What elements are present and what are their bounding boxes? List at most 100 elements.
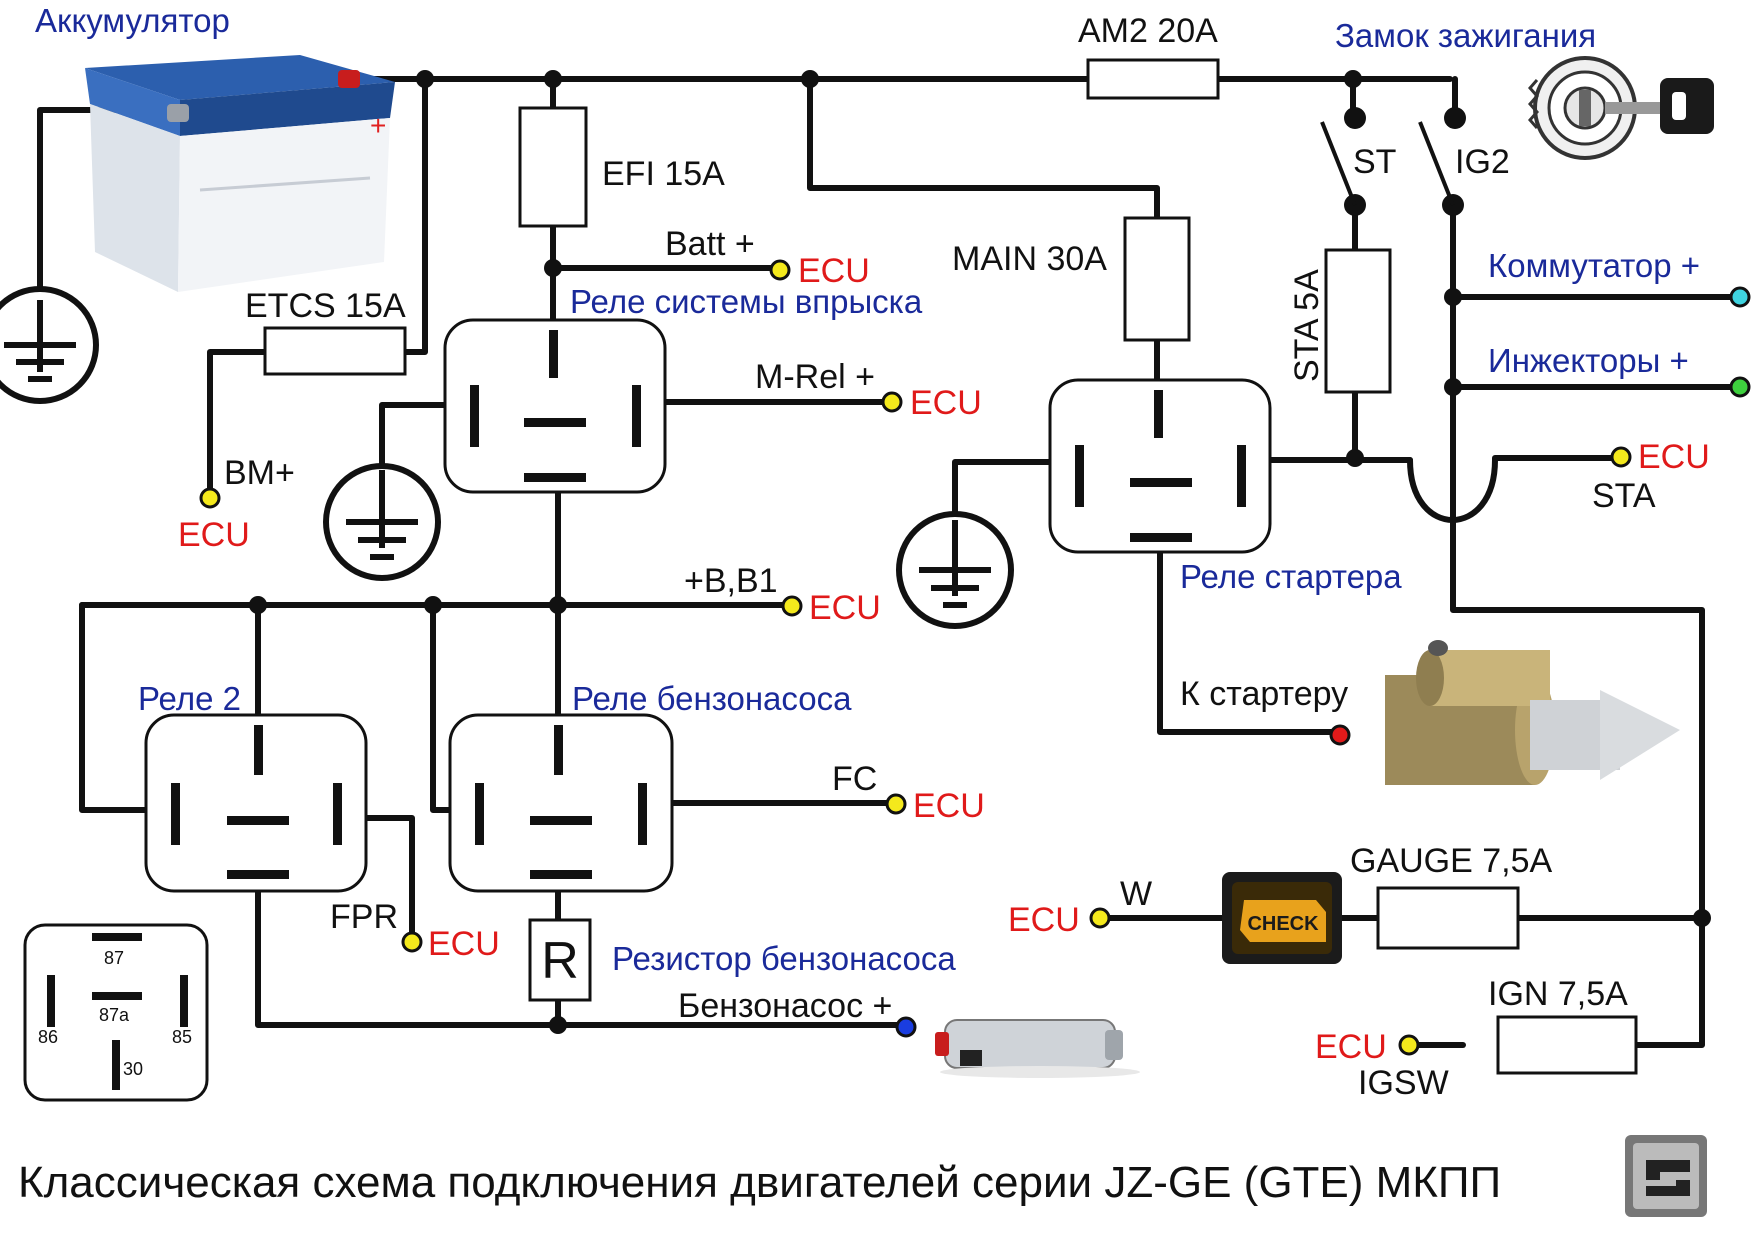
junction-dot [544,259,562,277]
battery-ground-icon [0,286,99,404]
legend-30: 30 [123,1059,143,1079]
junction-dot [544,70,562,88]
junctions [249,70,1711,1034]
ignition-key-icon [1528,56,1714,160]
injectors-label: Инжекторы + [1488,342,1689,379]
ig2-contact-top [1444,107,1466,129]
fuel-pump-signal-label: Бензонасос + [678,987,892,1025]
check-engine-text: CHECK [1247,913,1319,935]
batt-signal-label: Batt + [665,225,755,263]
fuse-sta-label: STA 5A [1288,269,1326,382]
fuse-efi-label: EFI 15A [602,155,725,193]
chip-logo-icon [1625,1135,1707,1217]
relay-pinout-legend: 87 87a 86 85 30 [23,923,209,1102]
ecu-terminal-b-b1 [781,595,803,617]
fuse-gauge [1376,886,1520,950]
bm-signal-label: BM+ [224,454,295,492]
ecu-label-fc: ECU [913,787,985,825]
fuse-etcs-label: ETCS 15A [245,287,406,325]
fuse-am2 [1086,58,1220,100]
legend-86: 86 [38,1027,58,1047]
legend-87a: 87a [99,1005,130,1025]
fc-signal-label: FC [832,760,877,798]
starter-terminal [1329,724,1351,746]
fuse-efi [518,106,588,228]
commutator-terminal [1729,286,1751,308]
ig2-contact-label: IG2 [1455,143,1510,181]
svg-text:+: + [370,110,386,141]
fpr-signal-label: FPR [330,898,398,936]
commutator-label: Коммутатор + [1488,247,1700,284]
junction-dot [1346,449,1364,467]
fuse-am2-label: AM2 20A [1078,12,1218,50]
ecu-terminal-sta [1610,446,1632,468]
fuse-main [1123,216,1191,342]
to-starter-label: К стартеру [1180,675,1348,713]
ecu-label-b-b1: ECU [809,589,881,627]
fuel-pump-relay-label: Реле бензонасоса [572,680,852,717]
injection-relay [443,318,667,494]
mrel-signal-label: M-Rel + [755,358,875,396]
junction-dot [1693,909,1711,927]
resistor-symbol: R [541,932,579,990]
junction-dot [1444,378,1462,396]
legend-87: 87 [104,948,124,968]
starter-motor-icon [1385,640,1680,785]
ecu-terminal-igsw [1398,1034,1420,1056]
ecu-label-igsw: ECU [1315,1028,1387,1066]
relay2-label: Реле 2 [138,680,241,717]
fuse-gauge-label: GAUGE 7,5A [1350,842,1553,880]
battery-label: Аккумулятор [35,2,230,39]
fuel-pump-resistor-label: Резистор бензонасоса [612,940,956,977]
ecu-terminal-w [1089,907,1111,929]
fuse-etcs [263,326,407,376]
legend-85: 85 [172,1027,192,1047]
fuel-pump-resistor: R [528,918,592,1002]
ignition-switch-contacts [1320,107,1466,216]
ecu-label-sta: ECU [1638,438,1710,476]
junction-dot [1444,288,1462,306]
st-contact-label: ST [1353,143,1396,181]
starter-relay-label: Реле стартера [1180,558,1402,595]
ecu-terminal-batt [769,259,791,281]
ecu-terminal-mrel [881,391,903,413]
ecu-label-fpr: ECU [428,925,500,963]
fuel-pump-relay [448,713,674,893]
starter-relay-ground-icon [896,511,1014,629]
ignition-switch-label: Замок зажигания [1335,17,1596,54]
injectors-terminal [1729,376,1751,398]
fuse-ign [1496,1015,1638,1075]
sta-signal-label: STA [1592,477,1656,515]
junction-dot [549,596,567,614]
junction-dot [249,596,267,614]
ecu-terminal-fpr [401,931,423,953]
injection-relay-label: Реле системы впрыска [570,283,923,320]
ecu-label-bm: ECU [178,516,250,554]
fuse-sta [1324,248,1392,394]
ecu-terminal-fc [885,793,907,815]
junction-dot [416,70,434,88]
injection-relay-ground-icon [323,463,441,581]
fuses [263,58,1638,1075]
junction-dot [801,70,819,88]
check-engine-icon: CHECK [1222,872,1342,964]
fuel-pump-icon [935,1019,1140,1078]
st-contact-top [1344,107,1366,129]
junction-dot [424,596,442,614]
igsw-signal-label: IGSW [1358,1064,1449,1102]
diagram-title: Классическая схема подключения двигателе… [18,1158,1501,1207]
fuse-ign-label: IGN 7,5A [1488,975,1628,1013]
fuel-pump-terminal [895,1016,917,1038]
junction-dot [1344,70,1362,88]
battery-icon: + [85,55,395,292]
w-signal-label: W [1120,875,1152,913]
b-b1-signal-label: +B,B1 [684,562,778,600]
relay-2 [144,713,368,893]
ecu-label-w: ECU [1008,901,1080,939]
junction-dot [549,1016,567,1034]
fuse-main-label: MAIN 30A [952,240,1107,278]
ecu-terminals [199,259,1632,1056]
ecu-label-mrel: ECU [910,384,982,422]
ecu-terminal-bm [199,487,221,509]
